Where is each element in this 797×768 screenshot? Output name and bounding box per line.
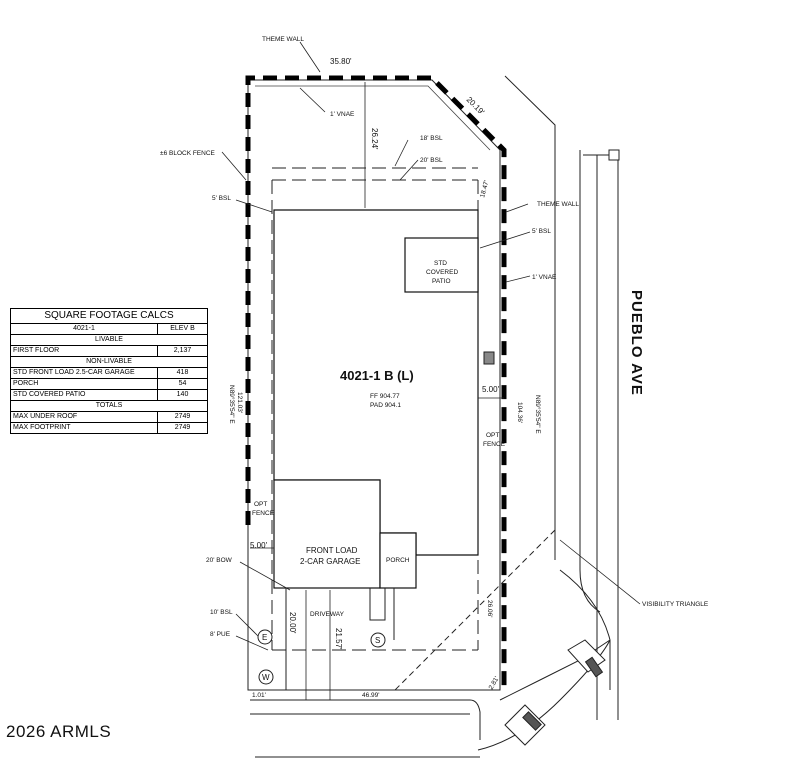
- marker-w: W: [262, 673, 270, 682]
- porch-box: [379, 532, 417, 589]
- pue-label: 8' PUE: [210, 631, 231, 638]
- vnae-top-label: 1' VNAE: [330, 111, 355, 118]
- driveway: [285, 588, 395, 690]
- dim-diag: 20.19': [465, 95, 487, 117]
- table-row-label: MAX UNDER ROOF: [10, 411, 158, 423]
- dim-drive-20: 20.00': [288, 612, 297, 634]
- table-row-value: 2749: [157, 411, 208, 423]
- bow-label: 20' BOW: [206, 557, 233, 564]
- dim-diag-bottom: 26.06': [486, 600, 493, 618]
- visibility-triangle-label: VISIBILITY TRIANGLE: [642, 601, 709, 608]
- dim-bottom: 46.99': [362, 692, 380, 699]
- bsl-5-left-label: 5' BSL: [212, 195, 231, 202]
- dim-top: 35.80': [330, 57, 352, 66]
- vnae-line: [255, 85, 491, 151]
- table-row-value: 418: [157, 367, 208, 379]
- visibility-triangle: [394, 529, 556, 691]
- meter-icon: [483, 351, 495, 365]
- theme-wall-right-label: THEME WALL: [537, 201, 579, 208]
- bsl-5-right-label: 5' BSL: [532, 228, 551, 235]
- square-footage-table: SQUARE FOOTAGE CALCS 4021-1 ELEV B LIVAB…: [10, 308, 208, 434]
- table-plan: 4021-1: [10, 323, 158, 335]
- copyright-text: 2026 ARMLS: [6, 722, 112, 741]
- curb-ramps: [504, 639, 606, 746]
- dim-side-right: 5.00': [482, 385, 500, 394]
- table-row-label: STD COVERED PATIO: [10, 389, 158, 401]
- table-row-label: FIRST FLOOR: [10, 345, 158, 357]
- block-fence: [245, 75, 507, 690]
- road-lines: [250, 75, 619, 758]
- dim-left-bearing: N89°35'54" E: [228, 385, 236, 424]
- utility-markers: [257, 629, 386, 685]
- bsl-18-label: 18' BSL: [420, 135, 443, 142]
- dim-left-len: 121.03': [236, 392, 243, 413]
- lot-id: 4021-1 B (L): [340, 368, 414, 383]
- porch-label: PORCH: [386, 557, 410, 564]
- bsl-10-label: 10' BSL: [210, 609, 233, 616]
- setback-lines: [271, 167, 479, 651]
- table-totals-header: TOTALS: [10, 400, 208, 412]
- opt-fence-right-2: FENCE: [483, 441, 506, 448]
- table-row-label: PORCH: [10, 378, 158, 390]
- dim-side-left: 5.00': [250, 541, 268, 550]
- driveway-label: DRIVEWAY: [310, 611, 345, 618]
- lot-ff: FF 904.77: [370, 393, 400, 400]
- patio-line-3: PATIO: [432, 278, 451, 285]
- table-title: SQUARE FOOTAGE CALCS: [10, 308, 208, 324]
- opt-fence-left-1: OPT: [254, 501, 267, 508]
- light-post: [583, 149, 620, 161]
- opt-fence-left-2: FENCE: [252, 510, 275, 517]
- vnae-right-label: 1' VNAE: [532, 274, 557, 281]
- marker-s: S: [375, 636, 380, 645]
- table-row-value: 2749: [157, 422, 208, 434]
- building: [273, 209, 479, 589]
- marker-e: E: [262, 633, 267, 642]
- opt-fence-right-1: OPT: [486, 432, 499, 439]
- block-fence-label: ±6 BLOCK FENCE: [160, 150, 216, 157]
- dim-right-bearing: N89°35'54" E: [534, 395, 542, 434]
- covered-patio: [404, 237, 479, 293]
- dimension-lines: [221, 41, 641, 700]
- table-row-label: MAX FOOTPRINT: [10, 422, 158, 434]
- table-elev: ELEV B: [157, 323, 208, 335]
- theme-wall-top-label: THEME WALL: [262, 36, 304, 43]
- garage-line-2: 2-CAR GARAGE: [300, 557, 360, 566]
- table-nonlivable-header: NON-LIVABLE: [10, 356, 208, 368]
- garage-line-1: FRONT LOAD: [306, 546, 358, 555]
- table-livable-header: LIVABLE: [10, 334, 208, 346]
- bsl-20-label: 20' BSL: [420, 157, 443, 164]
- table-row-value: 140: [157, 389, 208, 401]
- lot-pad: PAD 904.1: [370, 402, 401, 409]
- dim-bottom-left: 1.01': [252, 692, 266, 699]
- garage: [273, 479, 381, 589]
- dim-drive-21: 21.57': [334, 628, 343, 650]
- dim-corner: 18.47': [479, 180, 490, 199]
- table-row-label: STD FRONT LOAD 2.5-CAR GARAGE: [10, 367, 158, 379]
- patio-line-1: STD: [434, 260, 447, 267]
- dim-depth-top: 26.24': [370, 128, 379, 150]
- road-name: PUEBLO AVE: [628, 290, 645, 396]
- dim-bottom-right: 2.81': [488, 675, 501, 691]
- patio-line-2: COVERED: [426, 269, 458, 276]
- table-row-value: 54: [157, 378, 208, 390]
- dim-right-len: 104.36': [516, 402, 523, 423]
- table-row-value: 2,137: [157, 345, 208, 357]
